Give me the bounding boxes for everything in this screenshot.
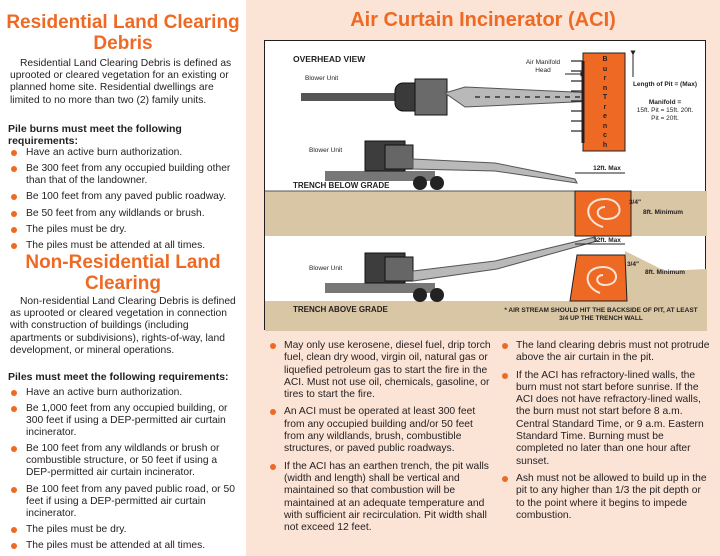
non-residential-description: Non-residential Land Clearing Debris is … bbox=[10, 296, 236, 356]
non-residential-requirements-heading: Piles must meet the following requiremen… bbox=[8, 371, 229, 383]
burn-trench-label: B u r n T r e n c h bbox=[602, 56, 608, 149]
non-residential-requirements-list: Have an active burn authorization. Be 1,… bbox=[8, 387, 244, 556]
list-item: May only use kerosene, diesel fuel, drip… bbox=[268, 340, 492, 401]
length-of-pit-label: Length of Pit = (Max) bbox=[632, 81, 698, 88]
manifold-label: Manifold = bbox=[648, 99, 682, 106]
list-item: The piles must be dry. bbox=[8, 224, 244, 236]
list-item: Be 1,000 feet from any occupied building… bbox=[8, 403, 244, 439]
overhead-view-illustration bbox=[301, 50, 636, 152]
list-item: Have an active burn authorization. bbox=[8, 387, 244, 399]
blower-unit-label-2: Blower Unit bbox=[309, 147, 343, 154]
blower-unit-label-1: Blower Unit bbox=[305, 75, 339, 82]
aci-diagram-graphic bbox=[265, 50, 707, 331]
min-8ft-label-2: 8ft. Minimum bbox=[644, 269, 686, 276]
list-item: If the ACI has an earthen trench, the pi… bbox=[268, 461, 492, 535]
max-12ft-label-2: 12ft. Max bbox=[593, 237, 621, 244]
list-item: Be 100 feet from any paved public road, … bbox=[8, 484, 244, 520]
aci-title: Air Curtain Incinerator (ACI) bbox=[350, 9, 616, 31]
trench-above-illustration bbox=[265, 236, 707, 331]
blower-unit-label-3: Blower Unit bbox=[309, 265, 343, 272]
non-residential-title: Non-Residential Land Clearing bbox=[25, 252, 221, 294]
list-item: Be 100 feet from any paved public roadwa… bbox=[8, 191, 244, 203]
list-item: The piles must be attended at all times. bbox=[8, 240, 244, 252]
three-quarter-label-2: 3/4" bbox=[626, 261, 640, 268]
list-item: The land clearing debris must not protru… bbox=[500, 340, 712, 365]
aci-rules-right: The land clearing debris must not protru… bbox=[500, 340, 712, 527]
residential-requirements-heading: Pile burns must meet the following requi… bbox=[8, 123, 182, 147]
list-item: Ash must not be allowed to build up in t… bbox=[500, 473, 712, 522]
list-item: Have an active burn authorization. bbox=[8, 147, 244, 159]
manifold-values: 15ft. Pit = 15ft. 20ft. Pit = 20ft. bbox=[636, 107, 694, 122]
aci-diagram: OVERHEAD VIEW Blower Unit Air Manifold H… bbox=[264, 40, 707, 331]
list-item: Be 50 feet from any wildlands or brush. bbox=[8, 208, 244, 220]
list-item: Be 100 feet from any wildlands or brush … bbox=[8, 443, 244, 479]
air-stream-note: * AIR STREAM SHOULD HIT THE BACKSIDE OF … bbox=[504, 307, 698, 322]
trench-below-illustration bbox=[265, 140, 707, 237]
list-item: Be 300 feet from any occupied building o… bbox=[8, 163, 244, 187]
list-item: The piles must be dry. bbox=[8, 524, 244, 536]
trench-above-label: TRENCH ABOVE GRADE bbox=[293, 305, 388, 314]
list-item: If the ACI has refractory-lined walls, t… bbox=[500, 370, 712, 468]
list-item: The piles must be attended at all times. bbox=[8, 540, 244, 552]
air-manifold-head-label: Air Manifold Head bbox=[525, 59, 561, 74]
three-quarter-label-1: 3/4" bbox=[628, 199, 642, 206]
list-item: An ACI must be operated at least 300 fee… bbox=[268, 406, 492, 455]
residential-title: Residential Land Clearing Debris bbox=[6, 12, 240, 54]
min-8ft-label-1: 8ft. Minimum bbox=[642, 209, 684, 216]
trench-below-label: TRENCH BELOW GRADE bbox=[293, 181, 390, 190]
left-column: Residential Land Clearing Debris Residen… bbox=[0, 0, 246, 556]
aci-rules-left: May only use kerosene, diesel fuel, drip… bbox=[268, 340, 492, 539]
residential-requirements-list: Have an active burn authorization. Be 30… bbox=[8, 147, 244, 256]
overhead-view-label: OVERHEAD VIEW bbox=[293, 54, 366, 64]
residential-description: Residential Land Clearing Debris is defi… bbox=[10, 58, 232, 106]
max-12ft-label-1: 12ft. Max bbox=[593, 165, 621, 172]
